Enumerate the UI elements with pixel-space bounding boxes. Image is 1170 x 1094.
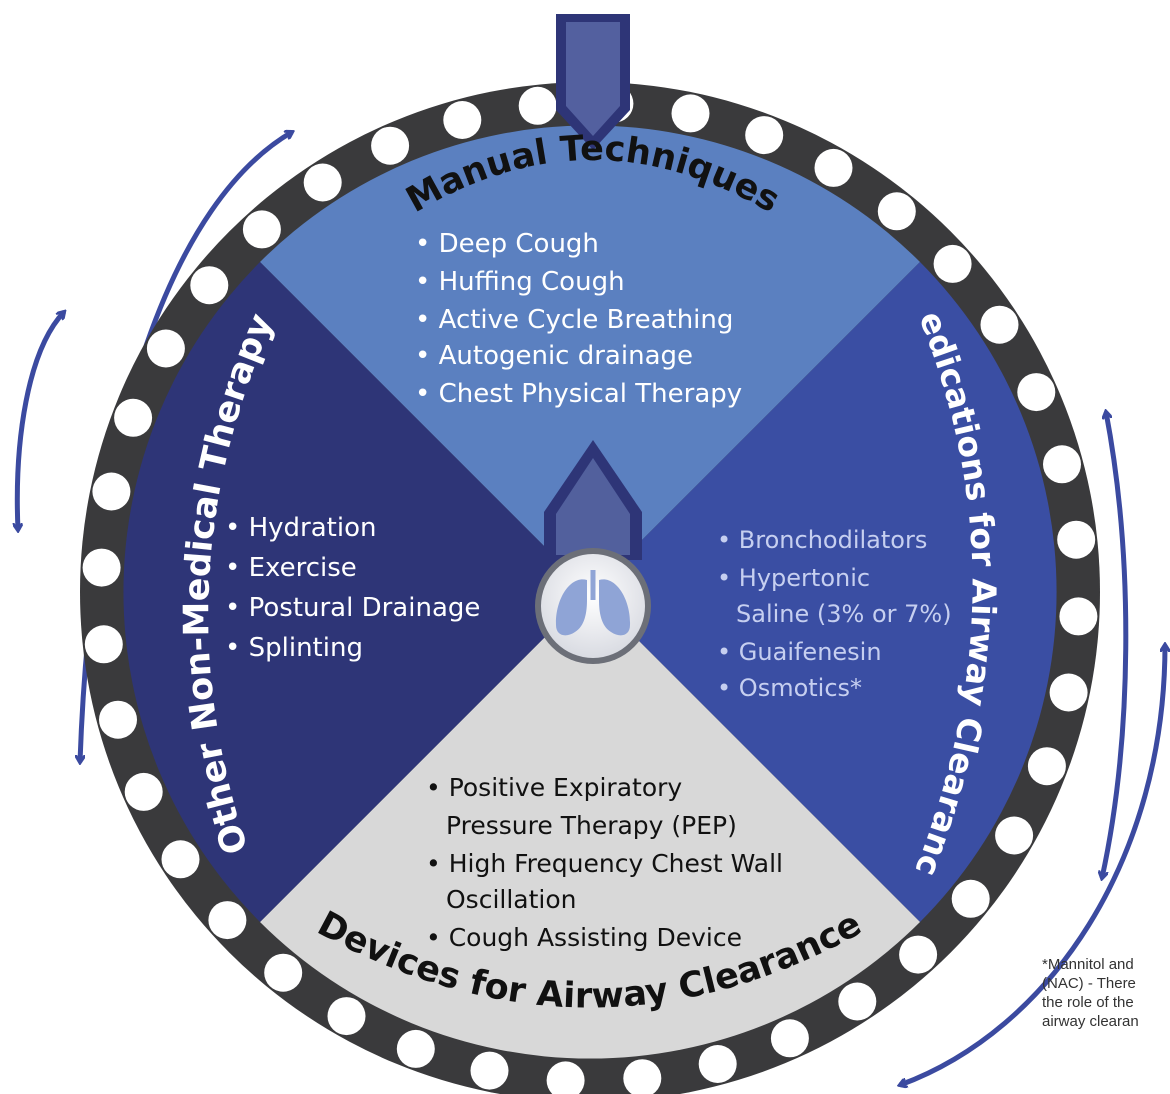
rim-dot (1017, 373, 1056, 412)
rim-dot (995, 816, 1034, 855)
rim-dot (99, 700, 137, 739)
other-item: • Postural Drainage (225, 593, 480, 623)
rim-dot (899, 935, 938, 974)
rim-dot (84, 625, 123, 664)
rim-dot (242, 210, 281, 249)
rim-dot (698, 1045, 737, 1083)
wheel-quadrants (123, 125, 1057, 1059)
rim-dot (951, 879, 990, 918)
rim-dot (470, 1051, 509, 1090)
footnote-line: the role of the (1042, 994, 1134, 1011)
rim-dot (161, 840, 200, 879)
lungs-icon (555, 570, 631, 636)
rim-dot (671, 94, 710, 133)
footnote-line: *Mannitol and (1042, 956, 1134, 973)
right-long-arrow (900, 645, 1165, 1085)
rim-dot (1057, 520, 1096, 559)
rim-dot (518, 86, 557, 125)
other-item: • Hydration (225, 513, 376, 543)
rim-dot (124, 772, 163, 811)
devices-item: • Positive Expiratory (426, 773, 682, 802)
right-short-arrow (1102, 412, 1129, 878)
rim-dot (623, 1059, 662, 1094)
rim-dot (208, 901, 247, 940)
rim-dot (190, 266, 229, 305)
rim-dot (1049, 673, 1088, 712)
rim-dot (838, 982, 877, 1021)
rim-dot (443, 101, 482, 139)
left-short-arrow (17, 312, 64, 530)
rim-dot (1027, 747, 1066, 786)
rim-dot (1059, 597, 1098, 636)
rim-dot (814, 148, 853, 187)
rim-dot (1043, 445, 1081, 484)
devices-item: Pressure Therapy (PEP) (446, 811, 737, 840)
rim-dot (303, 163, 342, 202)
rim-dot (877, 192, 916, 231)
rim-dot (770, 1019, 809, 1058)
manual-item: • Deep Cough (415, 229, 599, 259)
rim-dot (745, 116, 784, 155)
rim-dot (371, 126, 410, 165)
rim-dot (146, 329, 185, 368)
manual-item: • Autogenic drainage (415, 341, 693, 371)
rim-dots (82, 84, 1098, 1094)
quadrant-manual (260, 125, 920, 592)
rim-dot (933, 244, 972, 283)
wheel-pointer (556, 14, 630, 150)
quadrant-medications (590, 262, 1057, 922)
devices-item: • High Frequency Chest Wall (426, 849, 783, 878)
manual-item: • Active Cycle Breathing (415, 305, 733, 335)
other-item: • Exercise (225, 553, 357, 583)
devices-item: • Cough Assisting Device (426, 923, 742, 952)
devices-item: Oscillation (446, 885, 577, 914)
medications-item: Saline (3% or 7%) (736, 600, 952, 628)
medications-item: • Hypertonic (717, 564, 870, 592)
manual-item: • Huffing Cough (415, 267, 625, 297)
center-hub (535, 548, 651, 664)
medications-item: • Osmotics* (717, 674, 862, 702)
rim-dot (114, 398, 153, 437)
footnote-line: (NAC) - There (1042, 975, 1136, 992)
rim-dot (396, 1029, 435, 1068)
manual-item: • Chest Physical Therapy (415, 379, 742, 409)
rim-dot (980, 305, 1019, 344)
rim-dot (327, 997, 366, 1036)
medications-item: • Bronchodilators (717, 526, 927, 554)
spinner-arrow (544, 440, 642, 560)
rim-dot (82, 548, 121, 587)
footnote-line: airway clearan (1042, 1013, 1139, 1030)
rim-dot (264, 953, 303, 992)
footnote: *Mannitol and (NAC) - There the role of … (1042, 955, 1170, 1031)
rim-dot (546, 1061, 585, 1094)
quadrant-devices (260, 592, 920, 1059)
quadrant-other (123, 262, 591, 922)
medications-item: • Guaifenesin (717, 638, 882, 666)
rim-dot (92, 472, 131, 511)
other-item: • Splinting (225, 633, 363, 663)
